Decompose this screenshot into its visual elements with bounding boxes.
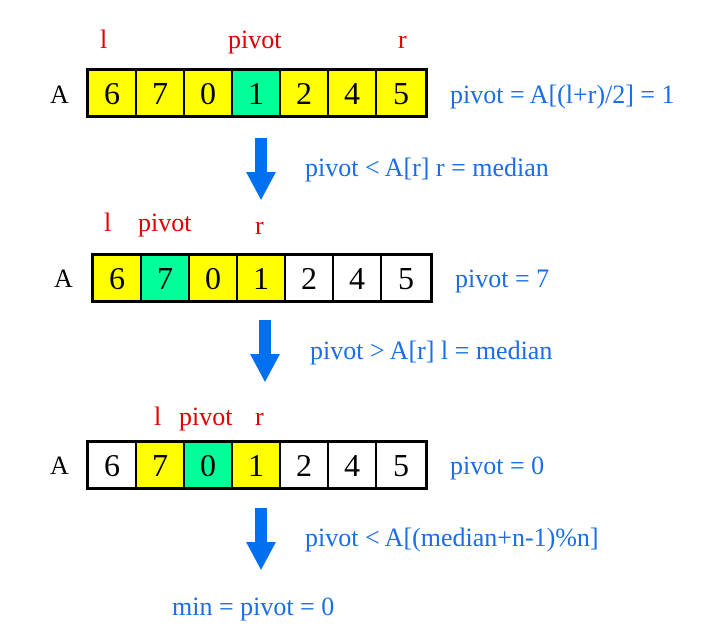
transition-text-2: pivot > A[r] l = median bbox=[310, 336, 553, 365]
array-cell: 5 bbox=[377, 71, 425, 115]
array-row-1: 6 7 0 1 2 4 5 bbox=[86, 68, 428, 118]
array-name-3: A bbox=[50, 451, 69, 480]
array-cell: 2 bbox=[281, 443, 329, 487]
array-cell: 4 bbox=[329, 71, 377, 115]
array-cell: 7 bbox=[137, 71, 185, 115]
array-cell: 2 bbox=[281, 71, 329, 115]
array-cell: 7 bbox=[137, 443, 185, 487]
transition-text-3: pivot < A[(median+n-1)%n] bbox=[305, 523, 599, 552]
array-cell-pivot: 7 bbox=[142, 256, 190, 300]
array-cell: 5 bbox=[382, 256, 430, 300]
result-text: min = pivot = 0 bbox=[172, 592, 335, 621]
down-arrow-icon bbox=[246, 138, 276, 200]
down-arrow-icon bbox=[250, 320, 280, 382]
pivot-note-2: pivot = 7 bbox=[455, 264, 550, 293]
array-cell: 4 bbox=[329, 443, 377, 487]
array-name-2: A bbox=[54, 264, 73, 293]
array-cell: 4 bbox=[334, 256, 382, 300]
array-row-3: 6 7 0 1 2 4 5 bbox=[86, 440, 428, 490]
array-cell: 0 bbox=[185, 71, 233, 115]
array-cell: 1 bbox=[233, 443, 281, 487]
r-label-2: r bbox=[255, 211, 264, 240]
array-cell: 6 bbox=[89, 71, 137, 115]
array-cell: 6 bbox=[94, 256, 142, 300]
r-label-3: r bbox=[255, 402, 264, 431]
pivot-note-3: pivot = 0 bbox=[450, 451, 545, 480]
array-cell: 6 bbox=[89, 443, 137, 487]
down-arrow-icon bbox=[246, 508, 276, 570]
array-cell: 1 bbox=[238, 256, 286, 300]
pivot-label-2: pivot bbox=[138, 208, 192, 237]
l-label-3: l bbox=[154, 402, 162, 431]
array-cell-pivot: 1 bbox=[233, 71, 281, 115]
l-label-1: l bbox=[100, 25, 108, 54]
array-cell: 2 bbox=[286, 256, 334, 300]
pivot-label-3: pivot bbox=[179, 402, 233, 431]
array-cell-pivot: 0 bbox=[185, 443, 233, 487]
array-cell: 5 bbox=[377, 443, 425, 487]
array-row-2: 6 7 0 1 2 4 5 bbox=[91, 253, 433, 303]
transition-text-1: pivot < A[r] r = median bbox=[305, 153, 549, 182]
pivot-note-1: pivot = A[(l+r)/2] = 1 bbox=[450, 80, 675, 109]
pivot-label-1: pivot bbox=[228, 25, 282, 54]
array-cell: 0 bbox=[190, 256, 238, 300]
l-label-2: l bbox=[104, 208, 112, 237]
r-label-1: r bbox=[398, 25, 407, 54]
array-name-1: A bbox=[50, 80, 69, 109]
